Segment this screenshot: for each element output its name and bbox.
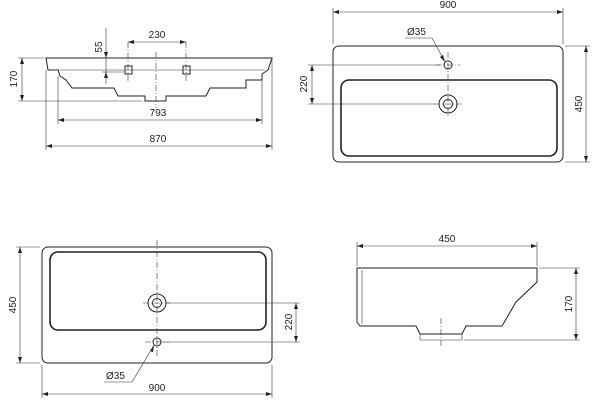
top-dim-450: 450: [574, 95, 585, 112]
side-dim-450: 450: [439, 234, 456, 245]
side-dim-170: 170: [564, 295, 575, 312]
plan-outer-outline: [41, 246, 273, 364]
plan-dim-dia35: Ø35: [106, 371, 125, 382]
plan-dim-450: 450: [8, 296, 19, 313]
front-basin-outline: [45, 57, 273, 102]
top-dim-900: 900: [440, 0, 457, 11]
front-tap-hole-right: [182, 65, 191, 75]
top-inner-basin: [340, 79, 558, 157]
plan-inner-basin: [49, 251, 267, 331]
plan-view: 450 220 Ø35 900: [8, 240, 300, 398]
plan-dim-900: 900: [149, 383, 166, 394]
side-view: 450 170: [356, 234, 580, 346]
front-tap-hole-left: [124, 65, 133, 75]
front-dim-55: 55: [94, 41, 105, 53]
front-dim-870: 870: [150, 134, 167, 145]
side-basin-outline: [356, 267, 538, 335]
front-view: 230 55 170 793 870: [9, 28, 273, 150]
front-dim-793: 793: [150, 108, 167, 119]
top-dim-dia35: Ø35: [407, 27, 426, 38]
front-dim-170: 170: [9, 70, 20, 87]
front-dim-230: 230: [149, 30, 166, 41]
top-dim-220: 220: [299, 75, 310, 92]
top-view: 900 Ø35 220 450: [299, 0, 590, 163]
plan-dim-220: 220: [284, 313, 295, 330]
